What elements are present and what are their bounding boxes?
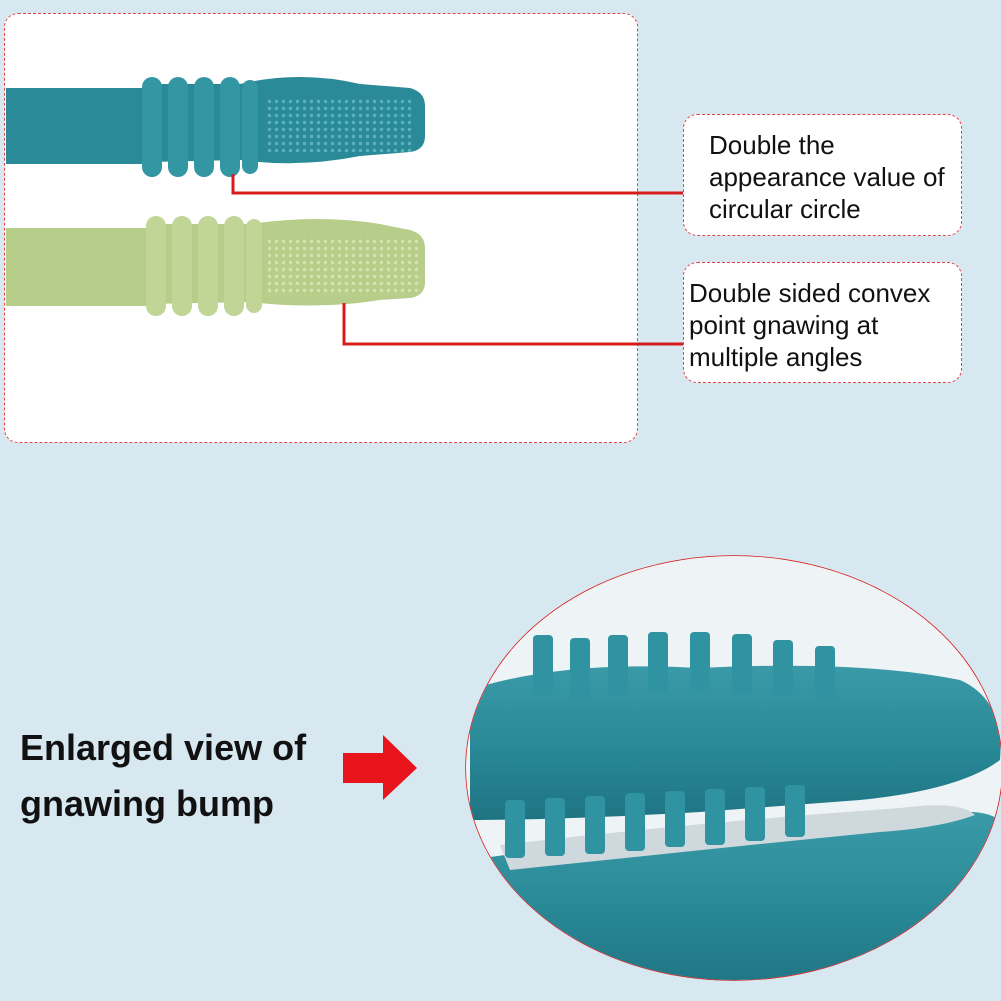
right-arrow-icon: [343, 735, 417, 800]
teal-teether: [6, 77, 425, 177]
zoom-bubble: [465, 555, 1001, 981]
callout-rings-text: Double the appearance value of circular …: [709, 130, 945, 224]
leader-line-rings: [231, 174, 683, 195]
callout-convex-points: Double sided convex point gnawing at mul…: [683, 262, 962, 383]
green-teether: [6, 216, 425, 316]
callout-points-text: Double sided convex point gnawing at mul…: [689, 278, 931, 372]
enlarged-view-label: Enlarged view of gnawing bump: [20, 727, 307, 824]
leader-line-points: [342, 303, 683, 346]
callout-circular-rings: Double the appearance value of circular …: [683, 114, 962, 236]
